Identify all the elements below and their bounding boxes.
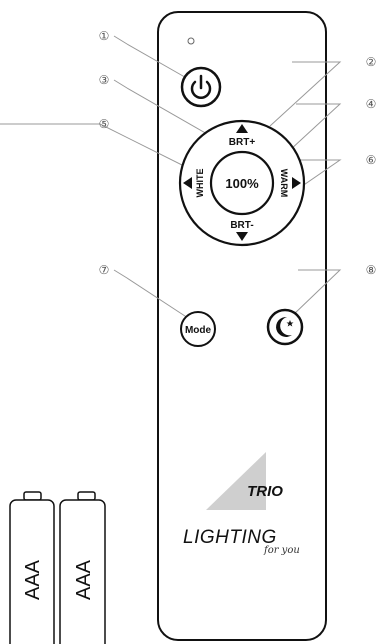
battery-2-body xyxy=(59,499,106,644)
brt-minus-label: BRT- xyxy=(230,220,253,231)
power-button[interactable] xyxy=(180,66,222,108)
callout-7: ⑦ xyxy=(99,263,110,277)
moon-icon xyxy=(276,316,294,337)
callout-6: ⑥ xyxy=(366,153,377,167)
callout-3: ③ xyxy=(99,73,110,87)
mode-button-label: Mode xyxy=(185,325,212,336)
white-button[interactable] xyxy=(183,177,192,189)
battery-1-body xyxy=(9,499,55,644)
callout-4: ④ xyxy=(366,97,377,111)
brand-wordmark: LIGHTING xyxy=(183,527,277,548)
arrow-down-icon xyxy=(236,232,248,241)
arrow-left-icon xyxy=(183,177,192,189)
brightness-up-button[interactable] xyxy=(236,124,248,133)
battery-1 xyxy=(9,491,55,644)
battery-2-terminal xyxy=(77,491,96,501)
arrow-up-icon xyxy=(236,124,248,133)
brand-tagline: for you xyxy=(263,545,300,556)
callout-5: ⑤ xyxy=(99,117,110,131)
power-icon xyxy=(190,74,212,99)
night-button[interactable] xyxy=(266,308,304,346)
control-dial xyxy=(178,119,306,247)
trio-logo-triangle xyxy=(206,452,266,510)
callout-8: ⑧ xyxy=(366,263,377,277)
brt-plus-label: BRT+ xyxy=(229,137,256,148)
mode-button[interactable] xyxy=(180,311,216,347)
battery-2 xyxy=(59,491,106,644)
arrow-right-icon xyxy=(292,177,301,189)
leader-line-3 xyxy=(113,79,229,147)
battery-2-label: AAA xyxy=(73,559,95,600)
leader-line-8 xyxy=(291,269,342,317)
warm-button[interactable] xyxy=(292,177,301,189)
brightness-down-button[interactable] xyxy=(236,232,248,241)
leader-line-1 xyxy=(113,35,191,81)
warm-label: WARM xyxy=(279,169,289,198)
callout-2: ② xyxy=(366,55,377,69)
battery-1-terminal xyxy=(23,491,42,501)
battery-1-label: AAA xyxy=(22,559,44,600)
callout-1: ① xyxy=(99,29,110,43)
dial-center-value: 100% xyxy=(225,176,259,191)
dial-center-button[interactable] xyxy=(209,150,275,216)
leader-line-2 xyxy=(269,61,342,127)
indicator-led xyxy=(187,37,195,45)
white-label: WHITE xyxy=(195,169,205,198)
leader-line-7 xyxy=(113,269,189,319)
leader-line-5 xyxy=(0,123,201,175)
trio-logo-text: TRIO xyxy=(247,483,283,500)
